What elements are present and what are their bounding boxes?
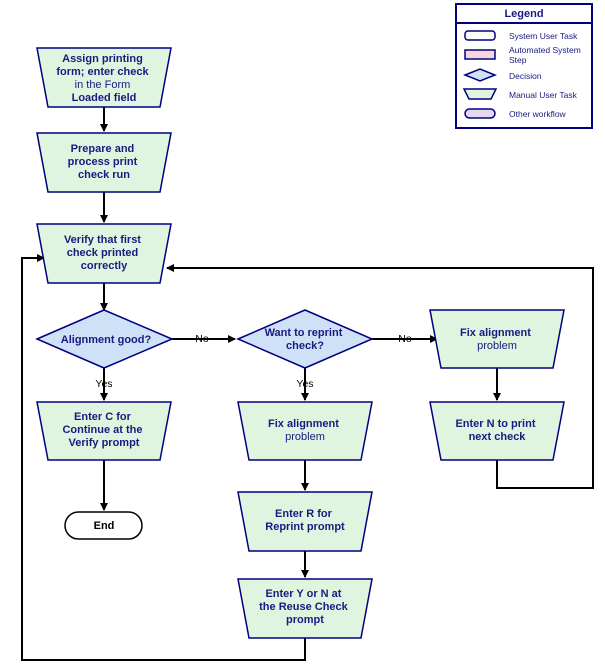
node-enter-r-reprint: Enter R for Reprint prompt <box>237 491 373 552</box>
decision-icon <box>462 68 498 82</box>
legend-item-label: System User Task <box>509 31 578 41</box>
node-fix-alignment-middle: Fix alignment problem <box>237 401 373 461</box>
node-enter-n-next-check: Enter N to print next check <box>429 401 565 461</box>
legend-item-label: Other workflow <box>509 109 567 119</box>
svg-text:Assign printing form; en: Assign printing form; enter check in the… <box>56 53 151 104</box>
legend-item-label: Decision <box>509 71 542 81</box>
node-prepare-print-run: Prepare and process print check run <box>36 132 172 193</box>
connector-entern-loop <box>166 264 594 489</box>
edge-label-yes: Yes <box>95 378 112 390</box>
svg-text:Fix alignment problem: Fix alignment problem <box>268 418 342 443</box>
node-enter-y-or-n: Enter Y or N at the Reuse Check prompt <box>237 578 373 639</box>
legend-item-label-line1: Automated System <box>509 45 581 55</box>
svg-text:End: End <box>94 520 115 532</box>
connectors <box>21 107 594 661</box>
legend: Legend System User Task Automated System… <box>455 3 593 129</box>
node-verify-first-check: Verify that first check printed correctl… <box>36 223 172 284</box>
legend-title: Legend <box>504 8 543 20</box>
edge-label-no: No <box>195 333 209 345</box>
connector-entery-loop <box>21 254 306 661</box>
edge-label-yes: Yes <box>296 378 313 390</box>
svg-text:Alignment good?: Alignment good? <box>61 334 152 346</box>
svg-text:Enter R for Reprint prom: Enter R for Reprint prompt <box>265 508 345 533</box>
automated-system-step-icon <box>464 49 496 60</box>
svg-text:Prepare and process prin: Prepare and process print check run <box>68 143 141 181</box>
manual-user-task-icon <box>462 88 498 100</box>
svg-text:Fix alignment problem: Fix alignment problem <box>460 327 534 352</box>
legend-item-label-line2: Step <box>509 55 527 65</box>
legend-item-label: Manual User Task <box>509 90 578 100</box>
svg-text:Enter Y or N at the Reus: Enter Y or N at the Reuse Check prompt <box>259 588 351 626</box>
svg-text:Want to reprint check?: Want to reprint check? <box>265 327 346 352</box>
system-user-task-icon <box>464 30 496 41</box>
svg-text:Enter N to print next ch: Enter N to print next check <box>455 418 538 443</box>
node-fix-alignment-right: Fix alignment problem <box>429 309 565 369</box>
node-enter-c-continue: Enter C for Continue at the Verify promp… <box>36 401 172 461</box>
svg-text:Verify that first check: Verify that first check printed correctl… <box>64 234 144 272</box>
node-end-terminator: End <box>64 511 143 540</box>
svg-text:Enter C for Continue at: Enter C for Continue at the Verify promp… <box>62 411 145 449</box>
edge-label-no: No <box>398 333 412 345</box>
node-alignment-good-decision: Alignment good? <box>35 309 174 369</box>
other-workflow-icon <box>464 108 496 119</box>
legend-box <box>455 3 593 129</box>
node-want-reprint-decision: Want to reprint check? <box>236 309 374 369</box>
node-assign-printing-form: Assign printing form; enter check in the… <box>36 47 172 108</box>
